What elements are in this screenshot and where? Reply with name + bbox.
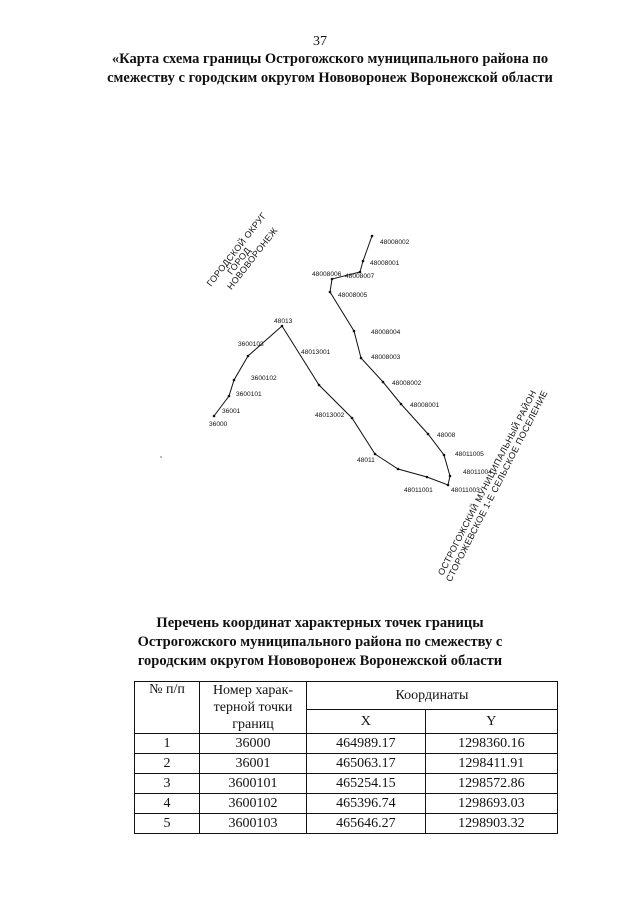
cell-point: 3600103 [199, 813, 307, 834]
table-title: Перечень координат характерных точек гра… [137, 615, 503, 669]
cell-x: 465063.17 [306, 753, 426, 774]
cell-y: 1298693.03 [424, 793, 559, 814]
point-label: 48013002 [315, 412, 345, 419]
region-label-north: ГОРОДСКОЙ ОКРУГ ГОРОД НОВОВОРОНЕЖ [204, 210, 280, 292]
header-x: X [306, 709, 426, 734]
point-label: 48008001 [370, 260, 400, 267]
point-label: 48008006 [312, 271, 342, 278]
point-label: 48008002 [392, 380, 422, 387]
point-label: 48008001 [410, 402, 440, 409]
header-point: Номер харак-терной точки границ [199, 681, 307, 734]
point-label: 48011004 [463, 469, 492, 476]
point-label: 48008003 [371, 354, 401, 361]
cell-x: 465396.74 [306, 793, 426, 814]
point-label: 36000 [209, 421, 228, 428]
region-label-south: ОСТРОГОЖСКИЙ МУНИЦИПАЛЬНЫЙ РАЙОН СТОРОЖЕ… [435, 388, 550, 583]
cell-x: 464989.17 [306, 733, 426, 754]
point-label: 48008005 [338, 292, 368, 299]
table-row: 4 3600102 465396.74 1298693.03 [134, 793, 559, 814]
cell-num: 1 [134, 733, 200, 754]
cell-x: 465254.15 [306, 773, 426, 794]
point-label: 48011005 [455, 451, 484, 458]
boundary-vertices [212, 234, 452, 487]
cell-point: 3600101 [199, 773, 307, 794]
boundary-map: 48008002 48008001 48008006 48008007 4800… [160, 210, 550, 583]
point-label: 48011001 [404, 487, 433, 494]
cell-y: 1298572.86 [424, 773, 559, 794]
region-south-line2: СТОРОЖЕВСКОЕ 1-Е СЕЛЬСКОЕ ПОСЕЛЕНИЕ [444, 389, 550, 583]
point-label: 48013001 [301, 349, 331, 356]
cell-y: 1298411.91 [424, 753, 559, 774]
region-south-line1: ОСТРОГОЖСКИЙ МУНИЦИПАЛЬНЫЙ РАЙОН [435, 388, 538, 577]
coordinates-table: № п/п Номер харак-терной точки границ Ко… [134, 681, 559, 834]
table-row: 2 36001 465063.17 1298411.91 [134, 753, 559, 774]
page-number: 37 [313, 34, 327, 49]
scan-speck [160, 456, 162, 458]
header-coords: Координаты [306, 681, 558, 710]
cell-y: 1298903.32 [424, 813, 559, 834]
cell-point: 3600102 [199, 793, 307, 814]
cell-num: 3 [134, 773, 200, 794]
cell-y: 1298360.16 [424, 733, 559, 754]
cell-x: 465646.27 [306, 813, 426, 834]
point-label: 48011003 [451, 487, 480, 494]
point-label: 48013 [274, 318, 293, 325]
point-label: 48008004 [371, 329, 401, 336]
point-label: 3600103 [238, 341, 264, 348]
point-label: 36001 [222, 408, 241, 415]
cell-point: 36001 [199, 753, 307, 774]
point-label: 48008002 [380, 239, 410, 246]
point-label: 48008007 [345, 273, 375, 280]
cell-num: 4 [134, 793, 200, 814]
point-label: 48011 [357, 457, 375, 464]
cell-num: 5 [134, 813, 200, 834]
table-row: 3 3600101 465254.15 1298572.86 [134, 773, 559, 794]
cell-num: 2 [134, 753, 200, 774]
point-label: 3600101 [236, 391, 262, 398]
table-row: 5 3600103 465646.27 1298903.32 [134, 813, 559, 834]
header-y: Y [424, 709, 559, 734]
point-label: 3600102 [251, 375, 277, 382]
table-row: 1 36000 464989.17 1298360.16 [134, 733, 559, 754]
document-title: «Карта схема границы Острогожского муниц… [107, 51, 553, 86]
point-label: 48008 [437, 432, 456, 439]
header-num: № п/п [134, 681, 200, 734]
cell-point: 36000 [199, 733, 307, 754]
